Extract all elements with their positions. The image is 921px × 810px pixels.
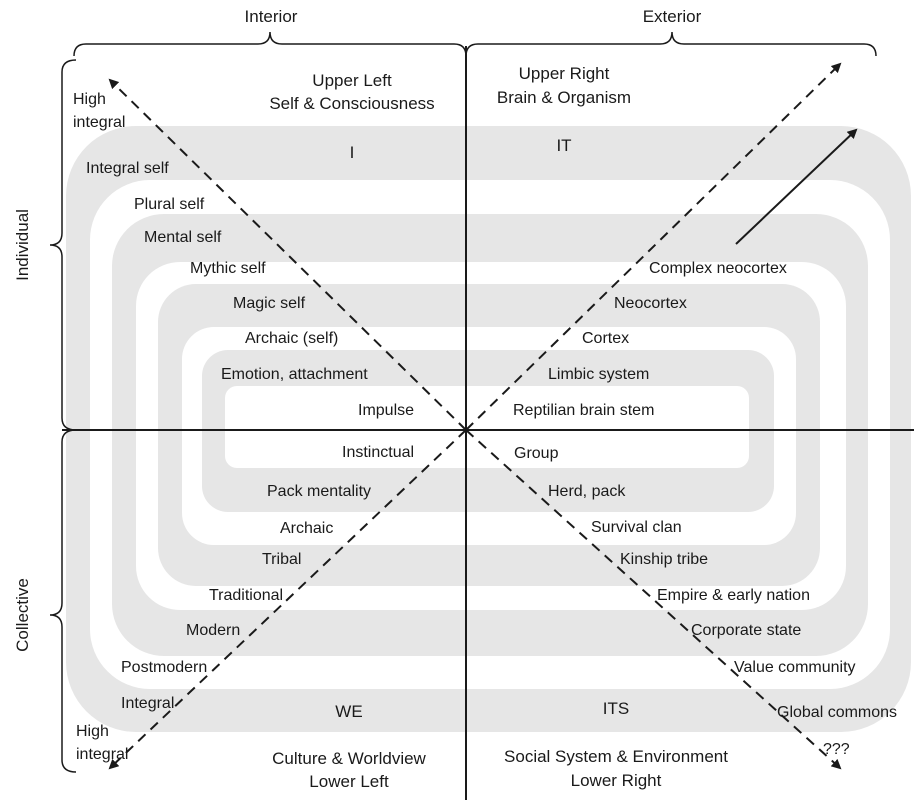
individual-brace bbox=[49, 59, 77, 431]
lr-level-group: Group bbox=[514, 445, 559, 462]
lower-right-pronoun: ITS bbox=[603, 699, 629, 718]
ul-level-emotion-attachment: Emotion, attachment bbox=[221, 366, 368, 383]
upper-right-subtitle: Brain & Organism bbox=[497, 88, 631, 107]
band-white-4 bbox=[225, 386, 749, 468]
ll-level-integral: Integral bbox=[121, 695, 174, 712]
lr-level-value-community: Value community bbox=[734, 659, 856, 676]
braces bbox=[49, 31, 877, 773]
ur-level-complex-neocortex: Complex neocortex bbox=[649, 260, 787, 277]
lr-level-empire-early-nation: Empire & early nation bbox=[657, 587, 810, 604]
arrow-upper-right bbox=[465, 62, 842, 431]
ul-level-integral-self: Integral self bbox=[86, 160, 169, 177]
lr-level-survival-clan: Survival clan bbox=[591, 519, 682, 536]
ul-level-magic-self: Magic self bbox=[233, 295, 306, 312]
lower-left-title: Lower Left bbox=[309, 772, 389, 791]
ll-level-archaic: Archaic bbox=[280, 520, 333, 537]
axes bbox=[62, 46, 914, 800]
upper-left-levels: High integral Integral self Plural self … bbox=[73, 91, 414, 419]
upper-left-pronoun: I bbox=[350, 143, 355, 162]
arrow-upper-left bbox=[108, 78, 467, 431]
solid-arrow-upper-right bbox=[735, 128, 858, 245]
ll-high-integral-line1: High bbox=[76, 723, 109, 740]
interior-brace bbox=[73, 31, 467, 57]
ur-level-cortex: Cortex bbox=[582, 330, 629, 347]
ul-high-integral-line1: High bbox=[73, 91, 106, 108]
upper-right-levels: Complex neocortex Neocortex Cortex Limbi… bbox=[513, 260, 787, 419]
ll-level-pack-mentality: Pack mentality bbox=[267, 483, 371, 500]
exterior-label: Exterior bbox=[643, 7, 702, 26]
upper-right-title: Upper Right bbox=[519, 64, 610, 83]
lr-level-kinship-tribe: Kinship tribe bbox=[620, 551, 708, 568]
ll-high-integral-line2: integral bbox=[76, 746, 128, 763]
ul-level-impulse: Impulse bbox=[358, 402, 414, 419]
arrow-lower-left bbox=[108, 429, 467, 770]
lower-left-subtitle: Culture & Worldview bbox=[272, 749, 426, 768]
lower-right-levels: Group Herd, pack Survival clan Kinship t… bbox=[514, 445, 897, 758]
ll-level-tribal: Tribal bbox=[262, 551, 301, 568]
upper-right-pronoun: IT bbox=[556, 136, 571, 155]
ll-level-postmodern: Postmodern bbox=[121, 659, 207, 676]
ul-level-archaic-self: Archaic (self) bbox=[245, 330, 338, 347]
ul-level-plural-self: Plural self bbox=[134, 196, 205, 213]
ll-level-traditional: Traditional bbox=[209, 587, 283, 604]
ll-level-modern: Modern bbox=[186, 622, 240, 639]
collective-label: Collective bbox=[13, 578, 32, 652]
ul-level-mental-self: Mental self bbox=[144, 229, 222, 246]
collective-brace bbox=[49, 429, 77, 773]
diagonal-arrows bbox=[108, 62, 858, 770]
lr-level-unknown: ??? bbox=[823, 741, 850, 758]
lower-left-pronoun: WE bbox=[335, 702, 362, 721]
ul-high-integral-line2: integral bbox=[73, 114, 125, 131]
individual-label: Individual bbox=[13, 209, 32, 281]
lr-level-herd-pack: Herd, pack bbox=[548, 483, 626, 500]
ur-level-limbic-system: Limbic system bbox=[548, 366, 649, 383]
lower-right-title: Lower Right bbox=[571, 771, 662, 790]
upper-left-subtitle: Self & Consciousness bbox=[269, 94, 434, 113]
lr-level-corporate-state: Corporate state bbox=[691, 622, 801, 639]
upper-left-title: Upper Left bbox=[312, 71, 392, 90]
ur-level-reptilian-brain-stem: Reptilian brain stem bbox=[513, 402, 654, 419]
lower-left-levels: Instinctual Pack mentality Archaic Triba… bbox=[76, 444, 414, 763]
lr-level-global-commons: Global commons bbox=[777, 704, 897, 721]
lower-right-subtitle: Social System & Environment bbox=[504, 747, 728, 766]
ll-level-instinctual: Instinctual bbox=[342, 444, 414, 461]
exterior-brace bbox=[465, 31, 877, 57]
ur-level-neocortex: Neocortex bbox=[614, 295, 687, 312]
ul-level-mythic-self: Mythic self bbox=[190, 260, 266, 277]
interior-label: Interior bbox=[245, 7, 298, 26]
